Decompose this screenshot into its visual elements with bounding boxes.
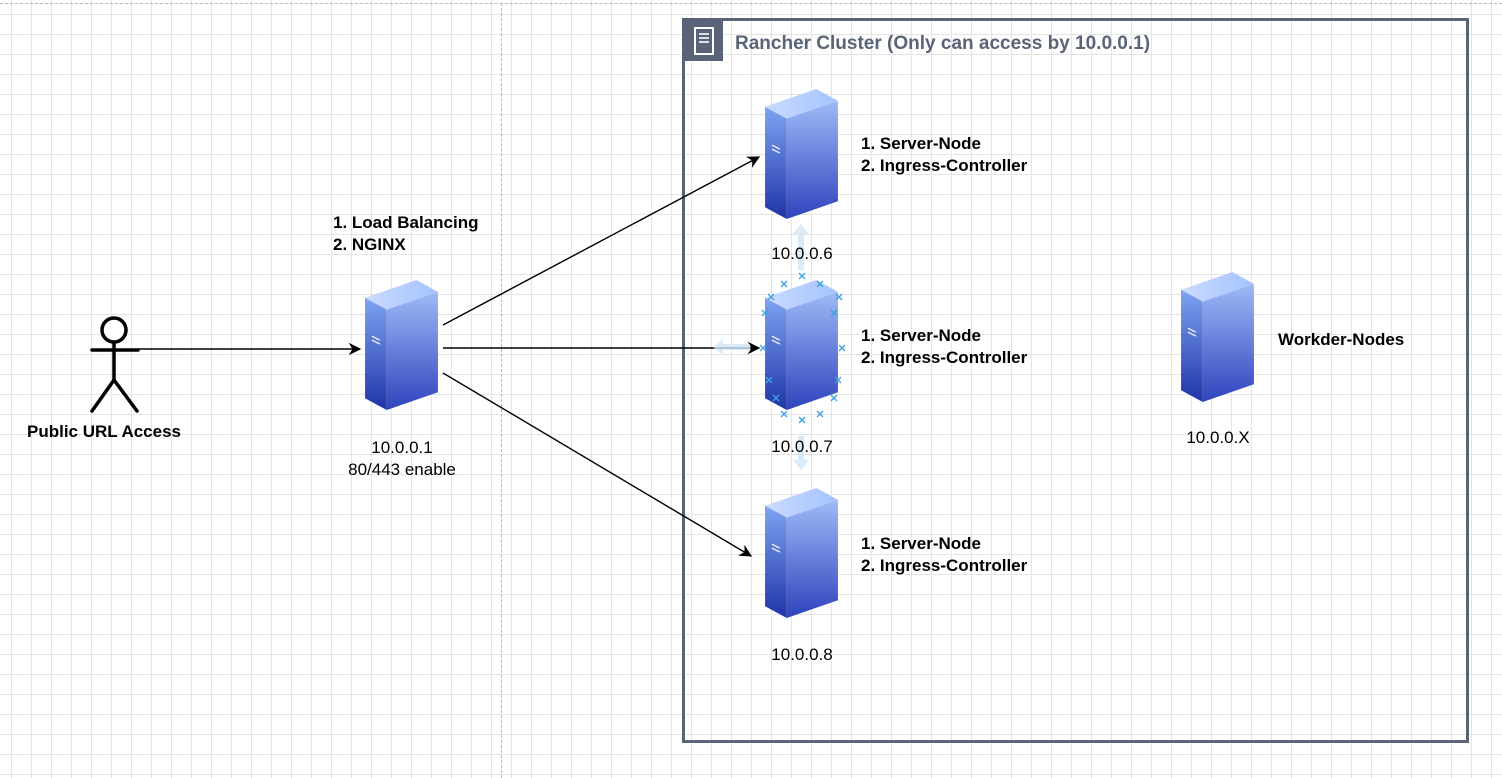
server-node-7-roles: 1. Server-Node 2. Ingress-Controller	[861, 325, 1027, 369]
selection-handle-mark[interactable]	[759, 344, 767, 352]
load-balancer-role-2: 2. NGINX	[333, 235, 406, 254]
server-node-role: 1. Server-Node	[861, 534, 981, 553]
selection-handle-mark[interactable]	[835, 293, 843, 301]
selection-handle-mark[interactable]	[772, 394, 780, 402]
selection-handle-mark[interactable]	[765, 376, 773, 384]
worker-nodes-server-icon[interactable]	[1181, 272, 1254, 403]
server-node-role: 1. Server-Node	[861, 326, 981, 345]
connector-lb-to-node-6[interactable]	[442, 156, 761, 326]
load-balancer-ip: 10.0.0.1	[371, 438, 433, 457]
worker-nodes-ip: 10.0.0.X	[1186, 428, 1250, 447]
stick-figure-icon[interactable]	[90, 316, 140, 413]
page-divider	[501, 3, 502, 778]
server-node-role: 2. Ingress-Controller	[861, 556, 1028, 575]
selection-handle-mark[interactable]	[767, 293, 775, 301]
server-node-role: 2. Ingress-Controller	[861, 156, 1028, 175]
selection-handle-mark[interactable]	[838, 344, 846, 352]
selection-handle-mark[interactable]	[798, 416, 806, 424]
server-node-8-roles: 1. Server-Node 2. Ingress-Controller	[861, 533, 1027, 577]
connector-lb-to-node-8[interactable]	[442, 372, 753, 557]
actor-label: Public URL Access	[27, 422, 182, 441]
server-node-8-icon[interactable]	[765, 488, 838, 619]
server-node-7-ip: 10.0.0.7	[771, 437, 833, 456]
cluster-title: Rancher Cluster (Only can access by 10.0…	[735, 33, 1151, 54]
selection-handle-mark[interactable]	[816, 280, 824, 288]
server-node-6-roles: 1. Server-Node 2. Ingress-Controller	[861, 133, 1027, 177]
server-node-6-ip: 10.0.0.6	[771, 244, 833, 263]
load-balancer-ports: 80/443 enable	[348, 460, 456, 479]
server-node-7-icon[interactable]	[765, 280, 838, 411]
server-node-role: 2. Ingress-Controller	[861, 348, 1028, 367]
selection-handle-mark[interactable]	[830, 309, 838, 317]
selection-handle-mark[interactable]	[780, 280, 788, 288]
selection-handle-mark[interactable]	[816, 410, 824, 418]
load-balancer-address: 10.0.0.1 80/443 enable	[322, 437, 482, 481]
selection-handle-mark[interactable]	[798, 272, 806, 280]
selection-handle-mark[interactable]	[780, 410, 788, 418]
server-node-role: 1. Server-Node	[861, 134, 981, 153]
server-node-8-ip: 10.0.0.8	[771, 645, 833, 664]
page-top-border	[0, 3, 1502, 4]
server-rack-icon	[685, 21, 723, 61]
load-balancer-server-icon[interactable]	[365, 280, 438, 411]
selection-handles[interactable]	[713, 224, 846, 470]
worker-nodes-label: Workder-Nodes	[1278, 330, 1405, 349]
rancher-cluster-container[interactable]: Rancher Cluster (Only can access by 10.0…	[682, 18, 1469, 743]
selection-handle-mark[interactable]	[830, 394, 838, 402]
server-node-6-icon[interactable]	[765, 89, 838, 220]
selection-handle-mark[interactable]	[761, 309, 769, 317]
selection-handle-mark[interactable]	[834, 376, 842, 384]
load-balancer-role-1: 1. Load Balancing	[333, 213, 479, 232]
load-balancer-roles: 1. Load Balancing 2. NGINX	[333, 212, 478, 256]
